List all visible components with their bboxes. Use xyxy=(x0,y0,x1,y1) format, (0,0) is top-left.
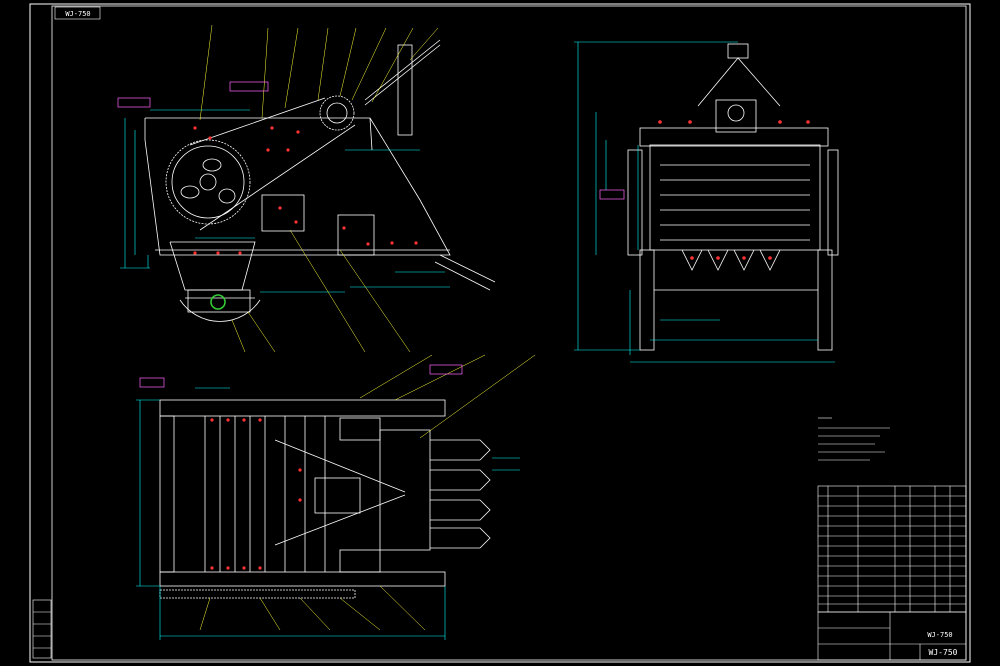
front-view-tag-b xyxy=(229,81,269,92)
front-view-leaders xyxy=(199,24,439,353)
outer-frame xyxy=(29,3,971,663)
margin-stamp xyxy=(32,599,52,659)
side-view xyxy=(627,43,839,351)
front-view-dimensions xyxy=(120,109,450,293)
drawing-number: WJ-750 xyxy=(929,648,958,657)
front-view xyxy=(144,39,496,322)
front-view-tag-a xyxy=(117,97,151,108)
title-block-name: WJ-750 xyxy=(927,631,952,639)
sheet-tag-box xyxy=(54,6,101,20)
top-view-tag-b xyxy=(429,364,463,375)
sheet-tag: WJ-750 xyxy=(65,10,90,18)
top-view xyxy=(159,399,491,599)
inner-frame xyxy=(51,5,967,661)
green-shaft xyxy=(210,294,226,310)
top-view-tag-a xyxy=(139,377,165,388)
top-view-dimensions xyxy=(136,387,520,640)
parts-list xyxy=(817,485,967,613)
side-view-red-marks xyxy=(658,120,810,260)
side-view-tag xyxy=(599,189,625,200)
title-block xyxy=(817,611,967,661)
front-view-red-marks xyxy=(193,126,418,255)
side-view-dimensions xyxy=(574,41,835,363)
top-view-red-marks xyxy=(210,418,302,570)
top-view-leaders xyxy=(199,354,536,631)
technical-notes xyxy=(818,417,890,461)
